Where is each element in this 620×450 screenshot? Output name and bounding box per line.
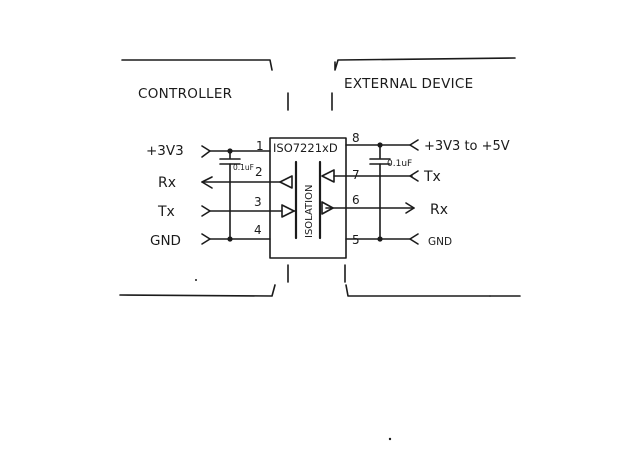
controller-boundary (119, 59, 276, 297)
left-power-label: +3V3 (146, 143, 184, 159)
pin-6: 6 (352, 193, 360, 207)
external-device-boundary (334, 57, 521, 297)
left-rx-label: Rx (158, 175, 176, 191)
right-capacitor-value: 0.1uF (387, 159, 412, 169)
pin-1: 1 (256, 139, 264, 153)
pin-7: 7 (352, 168, 360, 182)
left-capacitor-value: 0.1uF (233, 163, 254, 172)
pin-5: 5 (352, 233, 360, 247)
buffer-rx-left (279, 175, 293, 189)
controller-label: CONTROLLER (138, 86, 232, 102)
left-wires (201, 145, 283, 245)
pin-3: 3 (254, 195, 262, 209)
buffer-tx-left (281, 204, 297, 218)
right-rx-label: Rx (430, 202, 448, 218)
isolation-barrier (294, 160, 322, 240)
left-tx-label: Tx (157, 204, 175, 220)
pin-2: 2 (255, 165, 263, 179)
left-gnd-label: GND (150, 233, 181, 249)
barrier-dashes (287, 92, 346, 283)
isolation-label: ISOLATION (304, 185, 315, 238)
pin-4: 4 (254, 223, 262, 237)
chip-part-number: ISO7221xD (273, 141, 338, 155)
external-device-label: EXTERNAL DEVICE (344, 76, 473, 92)
pin-8: 8 (352, 131, 360, 145)
buffer-rx-right (321, 201, 334, 215)
left-capacitor (219, 148, 241, 242)
isolator-chip (269, 137, 347, 259)
right-tx-label: Tx (423, 169, 441, 185)
right-wires (325, 139, 419, 245)
right-gnd-label: GND (428, 236, 452, 248)
right-capacitor (369, 142, 391, 242)
buffer-tx-right (321, 169, 335, 183)
right-power-label: +3V3 to +5V (424, 139, 510, 154)
